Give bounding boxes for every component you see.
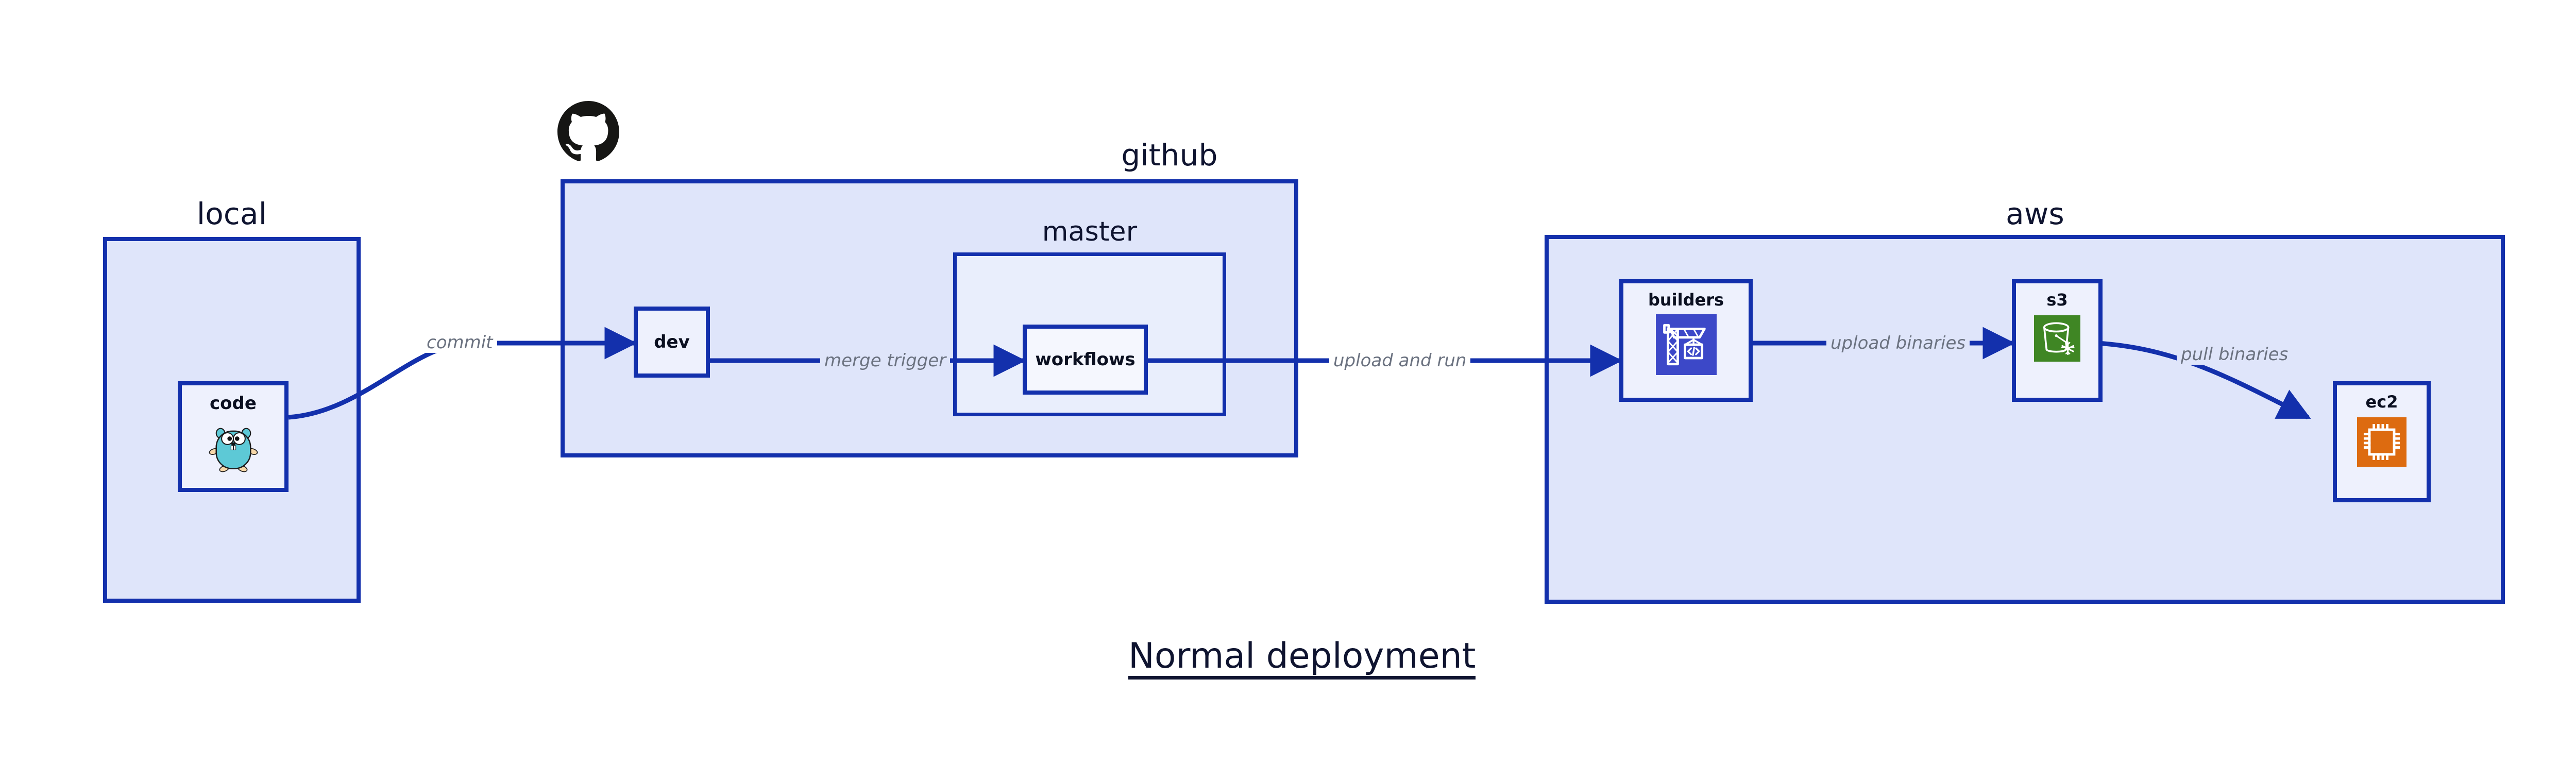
node-dev[interactable]: dev (634, 307, 710, 378)
zone-github-label: github (1121, 138, 1218, 173)
zone-aws-label: aws (2006, 196, 2064, 231)
edge-label-upload-binaries: upload binaries (1826, 333, 1970, 353)
node-workflows[interactable]: workflows (1023, 325, 1148, 395)
node-ec2[interactable]: ec2 (2333, 381, 2431, 502)
zone-local-label: local (196, 196, 267, 231)
aws-codebuild-icon (1655, 314, 1717, 375)
page-title: Normal deployment (1128, 639, 1476, 680)
node-s3[interactable]: s3 (2012, 279, 2103, 402)
aws-ec2-icon (2357, 417, 2406, 467)
go-gopher-icon (207, 419, 260, 473)
edge-label-pull-binaries: pull binaries (2177, 344, 2293, 365)
octocat-icon (557, 101, 619, 165)
node-dev-label: dev (654, 332, 690, 352)
node-builders[interactable]: builders (1619, 279, 1753, 402)
node-code[interactable]: code (178, 381, 289, 492)
zone-master-label: master (1042, 216, 1138, 247)
node-workflows-label: workflows (1035, 349, 1136, 370)
node-code-label: code (210, 393, 257, 414)
edge-label-upload-and-run: upload and run (1329, 350, 1471, 371)
node-builders-label: builders (1648, 290, 1724, 310)
edge-label-merge-trigger: merge trigger (820, 350, 951, 371)
aws-s3-glacier-icon (2034, 315, 2080, 362)
node-s3-label: s3 (2046, 290, 2068, 310)
edge-label-commit: commit (422, 332, 497, 353)
node-ec2-label: ec2 (2365, 392, 2398, 412)
